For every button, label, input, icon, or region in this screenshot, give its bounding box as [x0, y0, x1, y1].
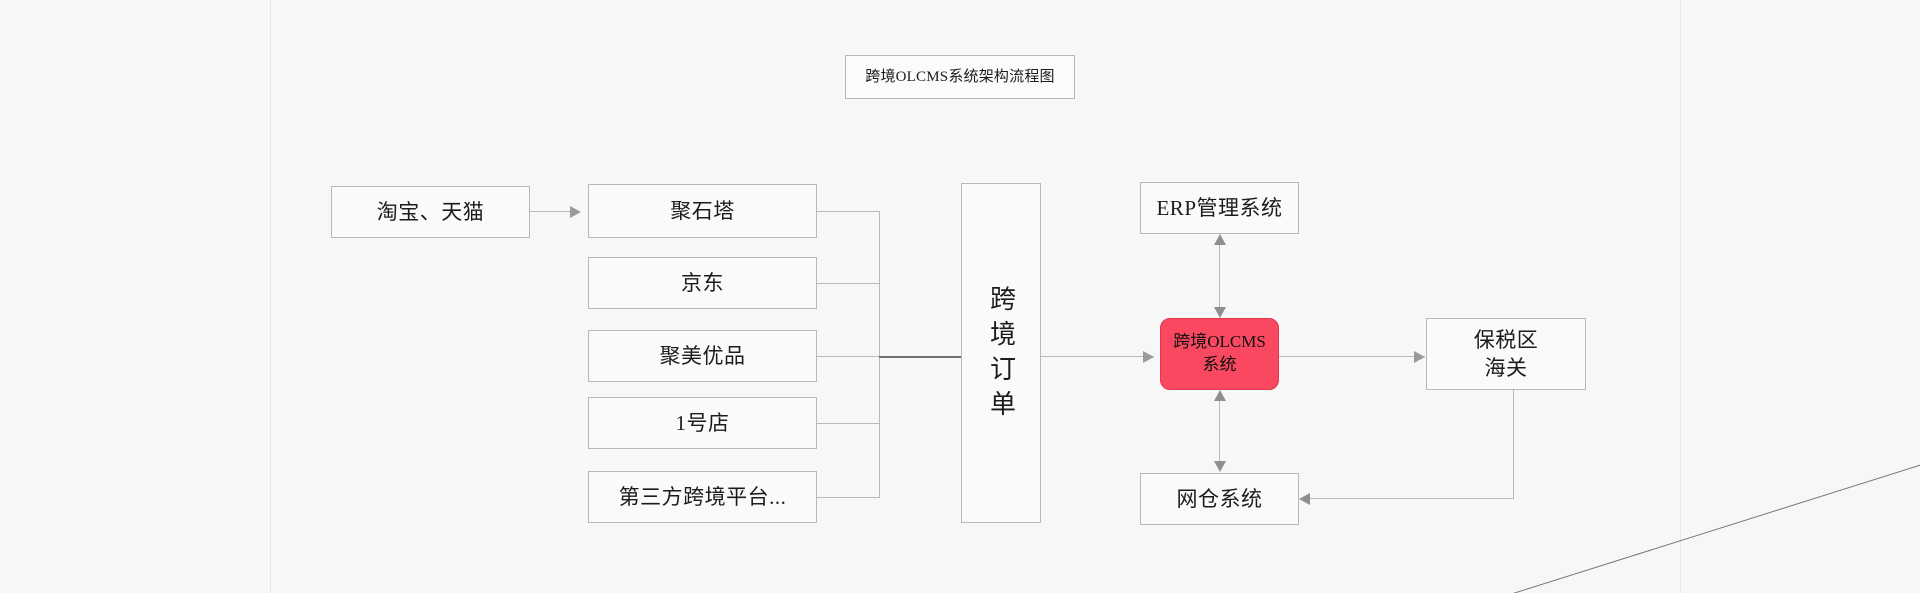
edge-bus-to-order [879, 356, 970, 358]
arrowhead-order-to-core [1143, 351, 1154, 363]
node-channel-third-party[interactable]: 第三方跨境平台... [588, 471, 817, 523]
node-channel-yihaodian[interactable]: 1号店 [588, 397, 817, 449]
edge-core-to-customs [1279, 356, 1425, 357]
edge-order-to-core [1041, 356, 1154, 357]
node-cross-border-order[interactable]: 跨境订单 [961, 183, 1041, 523]
edge-yihaodian-stub [817, 423, 879, 424]
arrowhead-warehouse-to-core [1214, 390, 1226, 401]
page-right-edge [1680, 0, 1681, 593]
node-channel-jingdong[interactable]: 京东 [588, 257, 817, 309]
node-channel-jushita[interactable]: 聚石塔 [588, 184, 817, 238]
edge-source-to-jushita [530, 211, 572, 212]
page-left-edge [270, 0, 271, 593]
customs-label-line2: 海关 [1484, 356, 1528, 380]
edge-customs-to-warehouse [1310, 498, 1514, 499]
arrowhead-customs-to-warehouse [1299, 493, 1310, 505]
customs-label-line1: 保税区 [1473, 327, 1539, 352]
arrowhead-core-to-warehouse [1214, 461, 1226, 472]
core-label-line1: 跨境OLCMS [1173, 332, 1266, 352]
edge-channel-bus [879, 211, 880, 498]
arrowhead-erp-to-core [1214, 307, 1226, 318]
edge-core-warehouse [1219, 396, 1220, 467]
edge-jumei-stub [817, 356, 879, 357]
node-bonded-customs[interactable]: 保税区 海关 [1426, 318, 1586, 390]
edge-core-erp [1219, 240, 1220, 313]
arrowhead-core-to-erp [1214, 234, 1226, 245]
node-warehouse-system[interactable]: 网仓系统 [1140, 473, 1299, 525]
node-channel-jumei[interactable]: 聚美优品 [588, 330, 817, 382]
arrowhead-source-to-jushita [570, 206, 581, 218]
edge-customs-down [1513, 390, 1514, 499]
node-source-taobao-tmall[interactable]: 淘宝、天猫 [331, 186, 530, 238]
edge-jushita-stub [817, 211, 879, 212]
node-erp-system[interactable]: ERP管理系统 [1140, 182, 1299, 234]
edge-third-party-stub [817, 497, 879, 498]
core-label-line2: 系统 [1202, 355, 1237, 374]
edge-jingdong-stub [817, 283, 879, 284]
diagram-title: 跨境OLCMS系统架构流程图 [845, 55, 1075, 99]
node-core-olcms-system[interactable]: 跨境OLCMS 系统 [1160, 318, 1279, 390]
decorative-diagonal-line [1512, 448, 1920, 593]
arrowhead-core-to-customs [1414, 351, 1425, 363]
